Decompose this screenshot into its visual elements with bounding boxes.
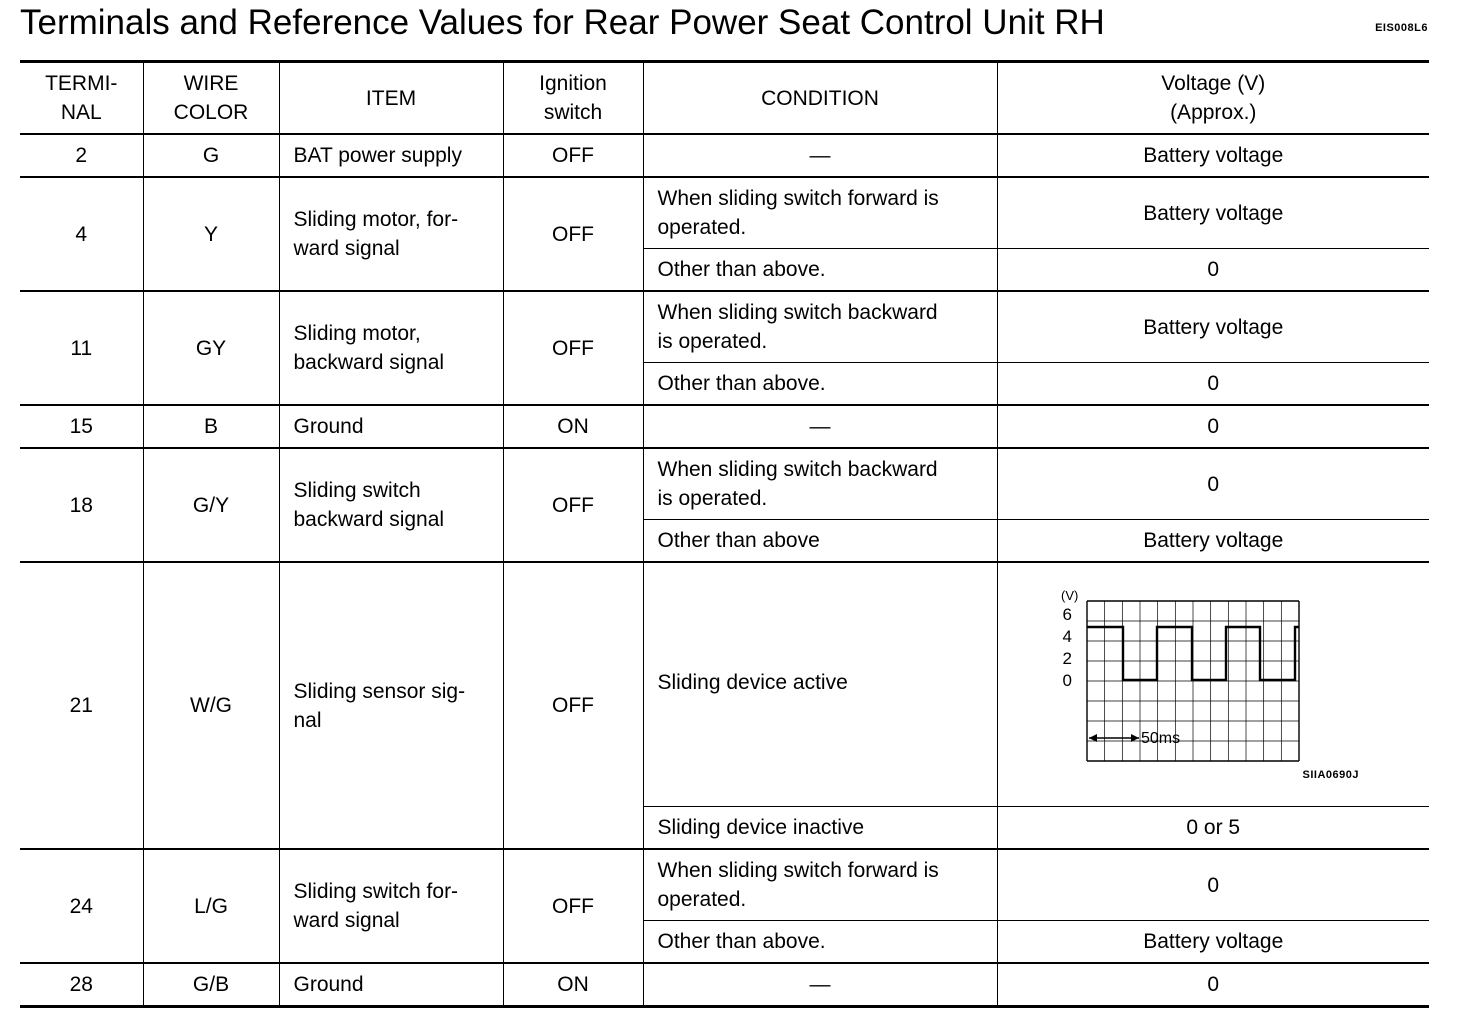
table-row: 28 G/B Ground ON — 0: [20, 963, 1429, 1007]
voltage-cell: 0: [996, 248, 1429, 292]
table-row: Other than above Battery voltage: [20, 519, 1429, 563]
terminal-cell: 24: [20, 849, 144, 964]
waveform-cell: (V) 6 4 2 0 50ms SIIA0690J: [996, 562, 1429, 807]
table-row: 11 GY Sliding motor,backward signal OFF …: [20, 291, 1429, 406]
table-row: 21 W/G Sliding sensor sig-nal OFF Slidin…: [20, 562, 1429, 850]
time-scale-arrow-left-icon: [1088, 734, 1097, 742]
table-row: Sliding device inactive 0 or 5: [20, 806, 1429, 850]
voltage-cell: 0: [996, 405, 1429, 449]
wire-color-cell: L/G: [142, 849, 280, 964]
item-cell: Ground: [278, 963, 504, 1007]
terminal-cell: 11: [20, 291, 144, 406]
terminal-cell: 21: [20, 562, 144, 850]
waveform-unit-label: (V): [1061, 588, 1078, 603]
header-terminal: TERMI-NAL: [20, 61, 144, 135]
ignition-cell: ON: [502, 405, 644, 449]
waveform-figure: (V) 6 4 2 0 50ms: [1061, 588, 1300, 762]
time-scale-label: 50ms: [1141, 730, 1180, 747]
voltage-cell: Battery voltage: [996, 920, 1429, 964]
item-cell: BAT power supply: [278, 134, 504, 178]
voltage-cell: Battery voltage: [996, 177, 1429, 249]
item-cell: Sliding motor, for-ward signal: [278, 177, 504, 292]
table-row: 24 L/G Sliding switch for-ward signal OF…: [20, 849, 1429, 964]
wire-color-cell: W/G: [142, 562, 280, 850]
wire-color-cell: B: [142, 405, 280, 449]
table-row: Other than above. Battery voltage: [20, 920, 1429, 964]
voltage-cell: Battery voltage: [996, 291, 1429, 363]
page-title: Terminals and Reference Values for Rear …: [20, 3, 1105, 42]
condition-cell: —: [642, 963, 998, 1007]
terminal-cell: 28: [20, 963, 144, 1007]
voltage-cell: Battery voltage: [996, 134, 1429, 178]
header-condition: CONDITION: [642, 61, 998, 135]
figure-code: SIIA0690J: [1302, 769, 1359, 781]
condition-cell: Other than above: [643, 519, 998, 563]
ignition-cell: OFF: [502, 291, 644, 406]
document-code: EIS008L6: [1375, 22, 1428, 34]
wire-color-cell: G/Y: [142, 448, 280, 563]
table-row: 2 G BAT power supply OFF — Battery volta…: [20, 134, 1429, 178]
condition-cell: Sliding device active: [642, 562, 998, 807]
ignition-cell: OFF: [502, 562, 644, 850]
item-cell: Sliding switch for-ward signal: [278, 849, 504, 964]
ignition-cell: OFF: [502, 134, 644, 178]
voltage-cell: 0: [996, 963, 1429, 1007]
condition-cell: Other than above.: [643, 920, 998, 964]
ignition-cell: OFF: [502, 849, 644, 964]
ignition-cell: ON: [502, 963, 644, 1007]
terminal-cell: 18: [20, 448, 144, 563]
condition-cell: Sliding device inactive: [643, 806, 998, 850]
condition-cell: Other than above.: [643, 362, 998, 406]
waveform-y-tick: 2: [1062, 649, 1071, 668]
table-row: 4 Y Sliding motor, for-ward signal OFF W…: [20, 177, 1429, 292]
header-voltage: Voltage (V)(Approx.): [996, 61, 1429, 135]
terminal-cell: 15: [20, 405, 144, 449]
item-cell: Sliding sensor sig-nal: [278, 562, 504, 850]
waveform-y-tick: 6: [1062, 605, 1071, 624]
wire-color-cell: G/B: [142, 963, 280, 1007]
voltage-cell: 0: [996, 362, 1429, 406]
header-item: ITEM: [278, 61, 504, 135]
terminal-cell: 4: [20, 177, 144, 292]
wire-color-cell: GY: [142, 291, 280, 406]
condition-cell: —: [642, 134, 998, 178]
voltage-cell: 0 or 5: [996, 806, 1429, 850]
item-cell: Sliding motor,backward signal: [278, 291, 504, 406]
condition-cell: —: [642, 405, 998, 449]
voltage-cell: Battery voltage: [996, 519, 1429, 563]
table-row: Other than above. 0: [20, 362, 1429, 406]
time-scale-arrow-right-icon: [1130, 734, 1139, 742]
wire-color-cell: Y: [142, 177, 280, 292]
condition-cell: Other than above.: [643, 248, 998, 292]
waveform-trace: [1086, 625, 1299, 682]
wire-color-cell: G: [142, 134, 280, 178]
ignition-cell: OFF: [502, 177, 644, 292]
waveform-y-tick: 4: [1062, 627, 1071, 646]
voltage-cell: 0: [996, 448, 1429, 520]
voltage-cell: 0: [996, 849, 1429, 921]
ignition-cell: OFF: [502, 448, 644, 563]
table-row: Other than above. 0: [20, 248, 1429, 292]
item-cell: Ground: [278, 405, 504, 449]
terminal-cell: 2: [20, 134, 144, 178]
table-row: 15 B Ground ON — 0: [20, 405, 1429, 449]
waveform-y-tick: 0: [1062, 671, 1071, 690]
